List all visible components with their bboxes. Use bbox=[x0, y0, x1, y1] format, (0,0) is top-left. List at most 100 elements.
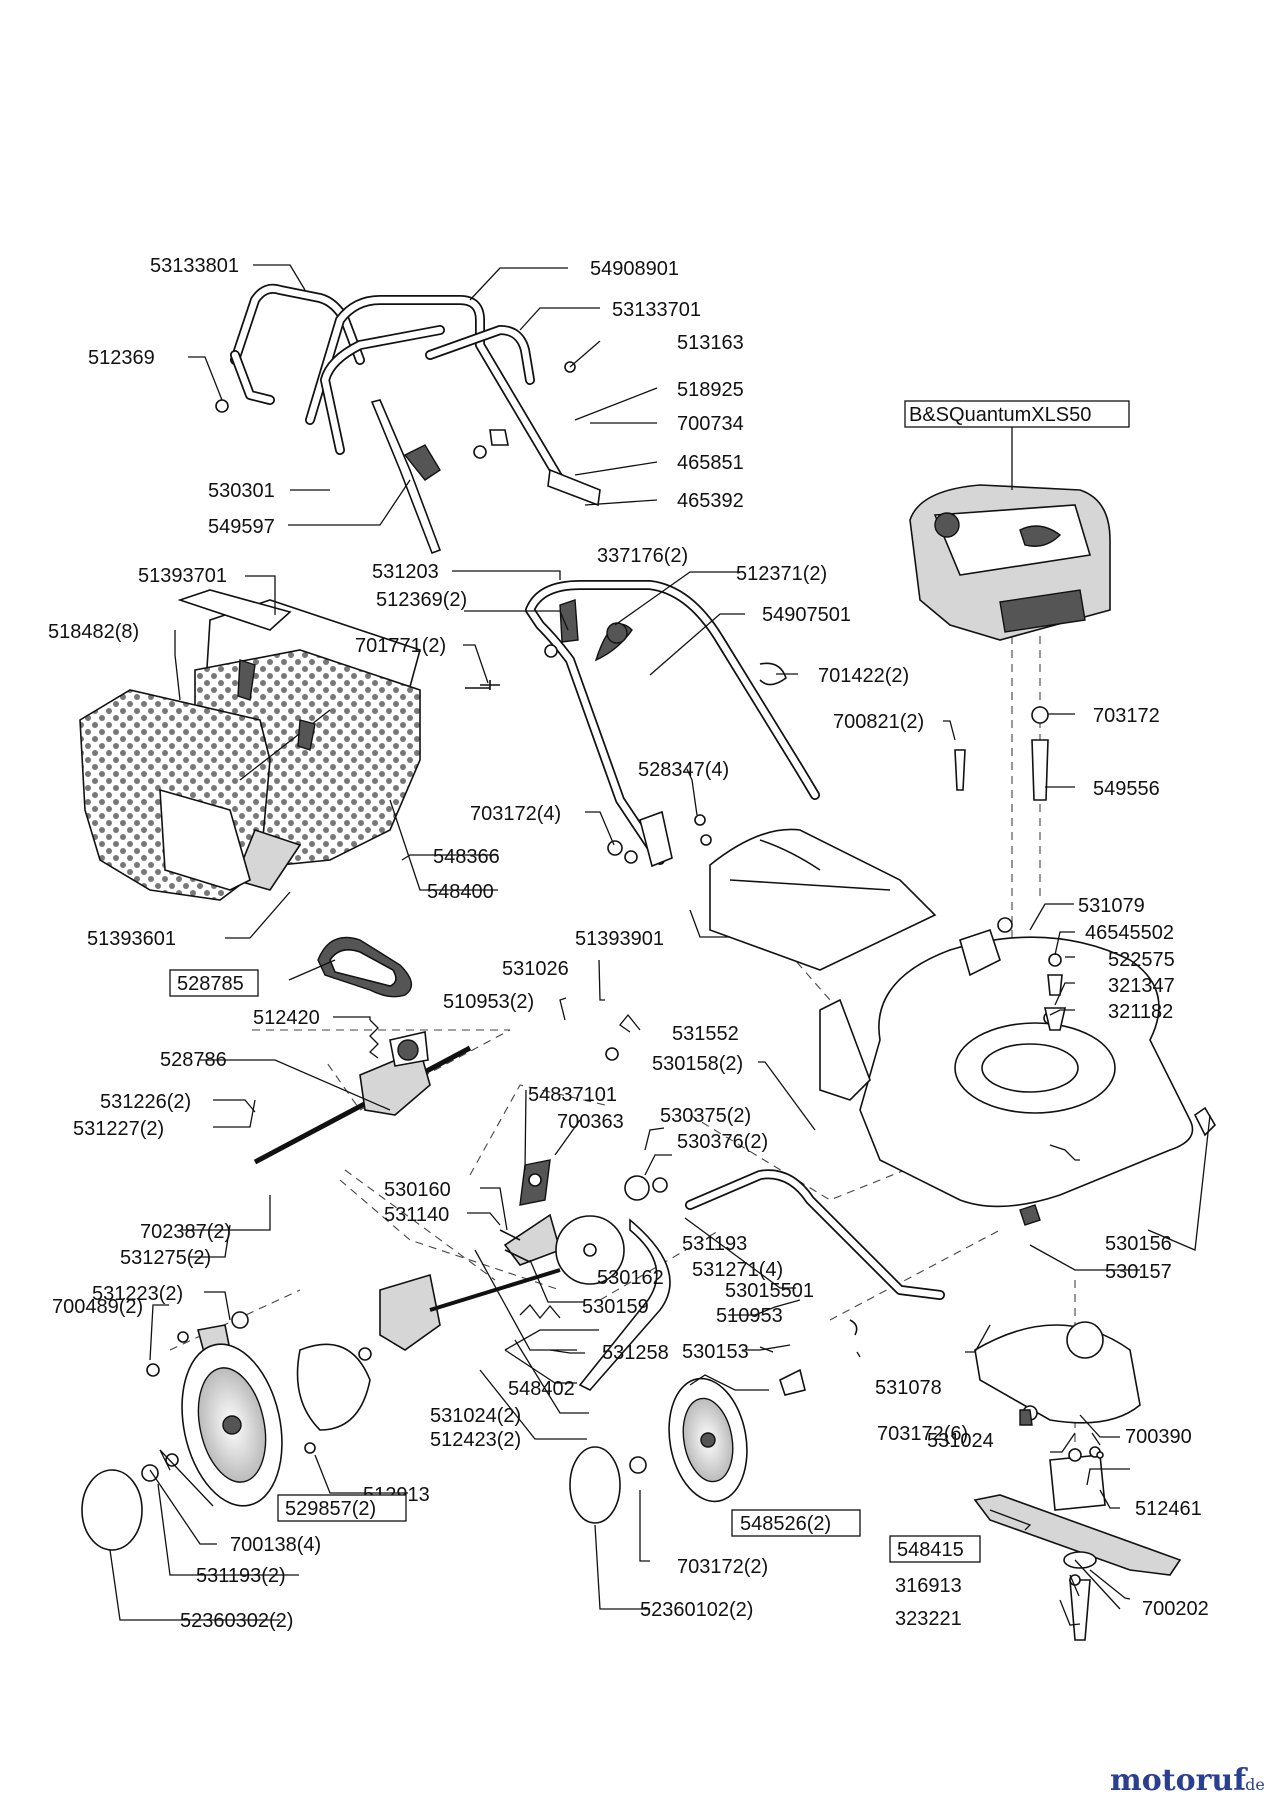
part-label: 530159 bbox=[582, 1296, 649, 1318]
part-label: 531079 bbox=[1078, 895, 1145, 917]
part-label: 530162 bbox=[597, 1267, 664, 1289]
boxed-label-box bbox=[169, 969, 259, 997]
wheels-drawing bbox=[81, 1343, 748, 1551]
part-label: 522575 bbox=[1108, 949, 1175, 971]
part-label: 512371(2) bbox=[736, 563, 827, 585]
part-label: 51393601 bbox=[87, 928, 176, 950]
boxed-part-labels: B&SQuantumXLS50 528785 529857(2) 548526(… bbox=[169, 400, 1130, 1563]
part-label: 512423(2) bbox=[430, 1429, 521, 1451]
part-label: 316913 bbox=[895, 1575, 962, 1597]
part-label: 530153 bbox=[682, 1341, 749, 1363]
part-label: 321347 bbox=[1108, 975, 1175, 997]
drive-belt-drawing bbox=[317, 936, 413, 998]
part-label: 46545502 bbox=[1085, 922, 1174, 944]
part-label: 700363 bbox=[557, 1111, 624, 1133]
rear-axle-drawing bbox=[578, 1169, 945, 1391]
part-label: 548402 bbox=[508, 1378, 575, 1400]
part-label: 531024 bbox=[927, 1430, 994, 1452]
part-label: 548400 bbox=[427, 881, 494, 903]
engine-label-box bbox=[904, 400, 1130, 428]
boxed-label-box bbox=[277, 1494, 407, 1522]
part-label: 51393701 bbox=[138, 565, 227, 587]
engine-label: B&SQuantumXLS50 bbox=[909, 404, 1091, 426]
part-label: 530158(2) bbox=[652, 1053, 743, 1075]
watermark-brand: motoruf bbox=[1110, 1763, 1248, 1798]
part-label: 549556 bbox=[1093, 778, 1160, 800]
part-label: 700202 bbox=[1142, 1598, 1209, 1620]
part-label: 531275(2) bbox=[120, 1247, 211, 1269]
part-label: 52360302(2) bbox=[180, 1610, 293, 1632]
watermark-logo: motoruf .de bbox=[1110, 1763, 1265, 1798]
part-label: 700138(4) bbox=[230, 1534, 321, 1556]
discharge-chute-drawing bbox=[709, 828, 937, 971]
part-label: 530157 bbox=[1105, 1261, 1172, 1283]
part-label: 518482(8) bbox=[48, 621, 139, 643]
part-label: 531140 bbox=[384, 1204, 449, 1226]
part-label: 54908901 bbox=[590, 258, 679, 280]
part-label: 518925 bbox=[677, 379, 744, 401]
part-label: 703172(2) bbox=[677, 1556, 768, 1578]
part-label: 700821(2) bbox=[833, 711, 924, 733]
part-label: 703172(6) bbox=[877, 1423, 968, 1445]
part-label: 530376(2) bbox=[677, 1131, 768, 1153]
part-label: 512420 bbox=[253, 1007, 320, 1029]
part-label: 549597 bbox=[208, 516, 275, 538]
part-label: 531203 bbox=[372, 561, 439, 583]
grass-catcher-drawing bbox=[79, 589, 421, 901]
part-label: 700489(2) bbox=[52, 1296, 143, 1318]
part-label: 703172 bbox=[1093, 705, 1160, 727]
mower-deck-drawing bbox=[819, 928, 1217, 1226]
part-label: 531024(2) bbox=[430, 1405, 521, 1427]
part-label: 465392 bbox=[677, 490, 744, 512]
part-label: 53133701 bbox=[612, 299, 701, 321]
upper-handle-drawing bbox=[215, 283, 601, 555]
part-label: 512369(2) bbox=[376, 589, 467, 611]
part-label: 531271(4) bbox=[692, 1259, 783, 1281]
engine-drawing bbox=[909, 484, 1111, 641]
boxed-label-box bbox=[889, 1535, 981, 1563]
part-label: 528786 bbox=[160, 1049, 227, 1071]
leader-lines bbox=[109, 264, 1211, 1626]
part-label: 531193 bbox=[682, 1233, 747, 1255]
lower-handle-drawing bbox=[465, 580, 820, 868]
part-label: 53015501 bbox=[725, 1280, 814, 1302]
part-number-labels: 53133801 54908901 53133701 512369 513163… bbox=[48, 255, 1209, 1632]
boxed-label: 529857(2) bbox=[285, 1498, 376, 1520]
spring-drawing bbox=[369, 1019, 379, 1059]
wheel-drive-drawing bbox=[146, 1159, 668, 1431]
part-label: 530156 bbox=[1105, 1233, 1172, 1255]
part-label: 52360102(2) bbox=[640, 1599, 753, 1621]
part-label: 530160 bbox=[384, 1179, 451, 1201]
part-label: 531227(2) bbox=[73, 1118, 164, 1140]
part-label: 512461 bbox=[1135, 1498, 1202, 1520]
part-label: 531226(2) bbox=[100, 1091, 191, 1113]
part-label: 531223(2) bbox=[92, 1283, 183, 1305]
part-label: 703172(4) bbox=[470, 803, 561, 825]
blade-assembly-drawing bbox=[973, 1321, 1182, 1641]
part-label: 465851 bbox=[677, 452, 744, 474]
boxed-label: 548526(2) bbox=[740, 1513, 831, 1535]
part-label: 323221 bbox=[895, 1608, 962, 1630]
part-label: 54907501 bbox=[762, 604, 851, 626]
transmission-drawing bbox=[253, 1031, 472, 1165]
part-label: 51393901 bbox=[575, 928, 664, 950]
part-label: 337176(2) bbox=[597, 545, 688, 567]
part-label: 512369 bbox=[88, 347, 155, 369]
part-label: 700390 bbox=[1125, 1426, 1192, 1448]
part-label: 54837101 bbox=[528, 1084, 617, 1106]
fasteners-drawing bbox=[605, 706, 1104, 1459]
boxed-label: 548415 bbox=[897, 1539, 964, 1561]
part-label: 531258 bbox=[602, 1342, 669, 1364]
part-label: 548366 bbox=[433, 846, 500, 868]
part-label: 531193(2) bbox=[196, 1565, 286, 1587]
part-label: 531026 bbox=[502, 958, 569, 980]
part-label: 701771(2) bbox=[355, 635, 446, 657]
part-label: 530375(2) bbox=[660, 1105, 751, 1127]
part-label: 531552 bbox=[672, 1023, 739, 1045]
part-label: 513163 bbox=[677, 332, 744, 354]
watermark-tld: .de bbox=[1240, 1775, 1265, 1794]
part-label: 510953(2) bbox=[443, 991, 534, 1013]
part-label: 528347(4) bbox=[638, 759, 729, 781]
